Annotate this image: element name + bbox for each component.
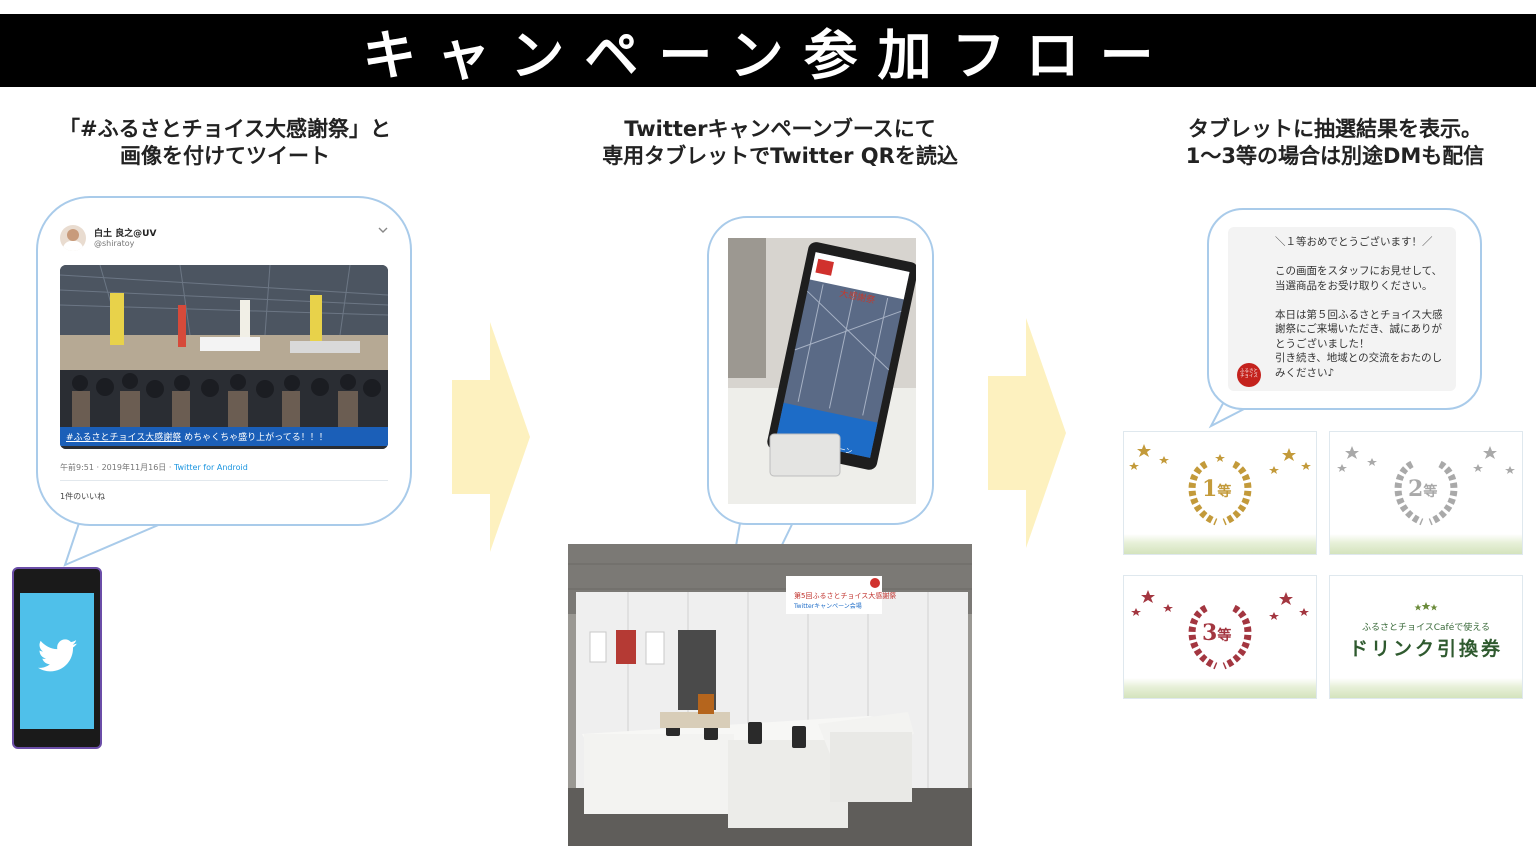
grass-strip [1124,534,1316,554]
booth-photo: 第5回ふるさとチョイス大感謝祭 Twitterキャンペーン会場 [568,544,972,846]
tablet-stand-illustration: 大感謝祭 Twitterキャンペーン [728,238,916,504]
prize-card-3rd-art [1131,590,1309,670]
dm-line: 本日は第５回ふるさとチョイス大感 [1275,308,1443,321]
booth-sign-line-2: Twitterキャンペーン会場 [793,602,862,610]
page-title: キャンペーン参加フロー [362,24,1174,87]
flow-arrow-2 [988,318,1066,548]
step-3-line-2: 1～3等の場合は別途DMも配信 [1185,144,1485,168]
tweet-meta: 午前9:51 · 2019年11月16日 · Twitter for Andro… [60,462,248,473]
tablet-photo: 大感謝祭 Twitterキャンペーン [728,238,916,504]
star-icon [1131,590,1309,620]
dm-line: 引き続き、地域との交流をおたのし [1275,352,1443,364]
grass-strip [1124,678,1316,698]
laurel-wreath-icon [1188,604,1252,670]
tweet-author-handle: @shiratoy [94,239,135,248]
voucher-subtitle: ふるさとチョイスCaféで使える [1362,623,1490,633]
tweet-photo-caption: #ふるさとチョイス大感謝祭 めちゃくちゃ盛り上がってる！！！ [60,427,388,446]
smartphone-screen [20,593,94,729]
tweet-likes: 1件のいいね [60,492,106,501]
tweet-photo[interactable]: #ふるさとチョイス大感謝祭 めちゃくちゃ盛り上がってる！！！ [60,265,388,449]
exhibition-hall-illustration [60,265,388,449]
prize-digit: 2 [1408,476,1424,502]
prize-digit: 1 [1202,476,1218,502]
drink-voucher-card: ふるさとチョイスCaféで使える ドリンク引換券 [1329,575,1523,699]
prize-card-2nd: 2等 [1329,431,1523,555]
voucher-title: ドリンク引換券 [1348,638,1503,660]
step-1-line-1: 「#ふるさとチョイス大感謝祭」と [59,117,391,141]
step-1-title: 「#ふるさとチョイス大感謝祭」と 画像を付けてツイート [40,116,410,170]
dm-line [1275,293,1453,308]
chevron-down-icon[interactable] [378,226,388,234]
prize-digit: 3 [1202,620,1218,646]
prize-suffix: 等 [1423,484,1438,500]
tweet-timestamp: 午前9:51 · 2019年11月16日 · [60,463,174,472]
dm-message-text: ＼１等おめでとうございます！／ この画面をスタッフにお見せして、 当選商品をお受… [1275,235,1453,380]
star-icon [1414,602,1438,611]
flow-arrow-1 [452,322,530,552]
smartphone [12,567,102,749]
booth-sign-line-1: 第5回ふるさとチョイス大感謝祭 [794,591,896,600]
dm-line: この画面をスタッフにお見せして、 [1275,265,1443,277]
star-icon [1337,446,1515,474]
dm-line: とうございました！ [1275,337,1370,350]
dm-avatar: ふるさとチョイス [1237,363,1261,387]
step-2-line-2: 専用タブレットでTwitter QRを読込 [602,144,958,168]
laurel-wreath-icon [1394,460,1458,526]
dm-message-box: ふるさとチョイス ＼１等おめでとうございます！／ この画面をスタッフにお見せして… [1228,227,1456,391]
star-icon [1129,444,1311,474]
dm-bubble: ふるさとチョイス ＼１等おめでとうございます！／ この画面をスタッフにお見せして… [1207,208,1482,410]
prize-suffix: 等 [1217,484,1232,500]
tweet-caption-text: めちゃくちゃ盛り上がってる！！！ [181,433,328,443]
step-3-line-1: タブレットに抽選結果を表示。 [1188,117,1482,141]
dm-line [1275,250,1453,265]
dm-line: 謝祭にご来場いただき、誠にありが [1275,323,1443,335]
dm-line: 当選商品をお受け取りください。 [1275,279,1433,292]
campaign-booth-illustration: 第5回ふるさとチョイス大感謝祭 Twitterキャンペーン会場 [568,544,972,846]
twitter-bird-icon [38,639,78,672]
step-1-line-2: 画像を付けてツイート [120,144,330,168]
prize-rank-3rd: 3等 [1202,620,1231,646]
tweet-bubble: 白土 良之@UV @shiratoy [36,196,412,526]
grass-strip [1330,534,1522,554]
tablet-bubble: 大感謝祭 Twitterキャンペーン [707,216,934,525]
prize-card-2nd-art [1337,446,1515,526]
step-3-title: タブレットに抽選結果を表示。 1～3等の場合は別途DMも配信 [1150,116,1520,170]
step-2-title: Twitterキャンペーンブースにて 専用タブレットでTwitter QRを読込 [580,116,980,170]
page-title-bar: キャンペーン参加フロー [0,14,1536,87]
dm-line: ＼１等おめでとうございます！／ [1275,236,1433,248]
step-2-line-1: Twitterキャンペーンブースにて [624,117,936,141]
prize-rank-1st: 1等 [1202,476,1231,502]
prize-rank-2nd: 2等 [1408,476,1437,502]
divider [60,480,388,481]
prize-card-1st: 1等 [1123,431,1317,555]
laurel-wreath-icon [1188,460,1252,526]
avatar [60,225,86,251]
grass-strip [1330,678,1522,698]
dm-line: みください♪ [1275,366,1335,379]
prize-card-1st-art [1129,444,1311,526]
tweet-author-name: 白土 良之@UV [94,229,157,239]
prize-suffix: 等 [1217,628,1232,644]
tweet-client-link[interactable]: Twitter for Android [173,463,248,472]
prize-card-3rd: 3等 [1123,575,1317,699]
tweet-hashtag[interactable]: #ふるさとチョイス大感謝祭 [66,433,182,443]
dm-avatar-label: ふるさとチョイス [1240,369,1258,379]
